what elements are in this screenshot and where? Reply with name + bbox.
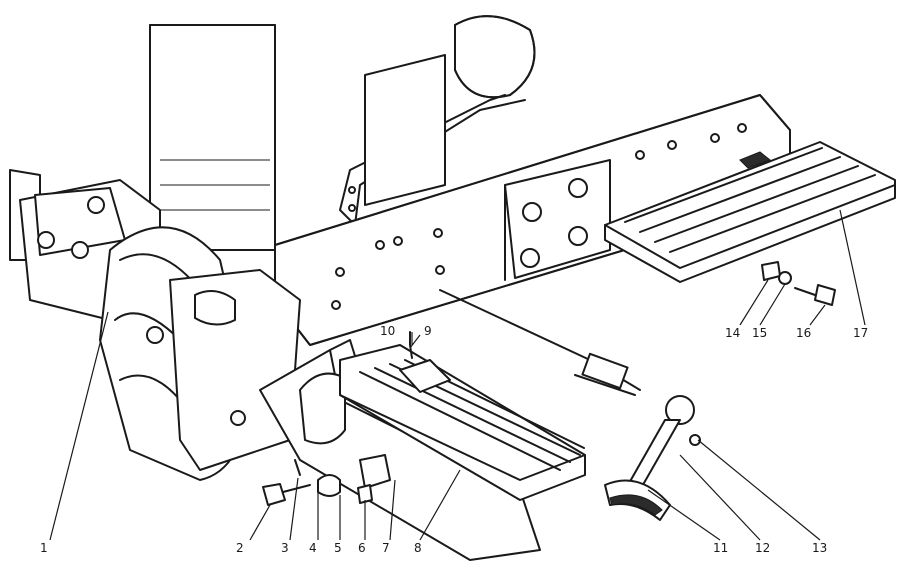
callout-1: 1 bbox=[40, 541, 48, 555]
step-8 bbox=[339, 344, 586, 501]
callout-3: 3 bbox=[281, 541, 289, 555]
callout-10: 10 bbox=[380, 324, 395, 338]
callout-2: 2 bbox=[236, 541, 244, 555]
callout-5: 5 bbox=[334, 541, 342, 555]
callout-15: 15 bbox=[752, 326, 767, 340]
callout-14: 14 bbox=[725, 326, 740, 340]
callout-4: 4 bbox=[309, 541, 317, 555]
pedal-lever bbox=[604, 395, 701, 521]
callout-12: 12 bbox=[755, 541, 770, 555]
callout-17: 17 bbox=[853, 326, 868, 340]
callout-7: 7 bbox=[382, 541, 390, 555]
mesh-screen-panel bbox=[364, 54, 446, 206]
bolt-assembly bbox=[761, 261, 836, 306]
callout-11: 11 bbox=[713, 541, 728, 555]
fastener-group bbox=[262, 331, 413, 506]
callout-labels: 1 2 3 4 5 6 7 8 9 10 11 12 13 14 15 16 1… bbox=[40, 324, 868, 555]
callout-6: 6 bbox=[358, 541, 366, 555]
callout-13: 13 bbox=[812, 541, 827, 555]
transmission-housing bbox=[9, 169, 301, 481]
callout-9: 9 bbox=[424, 324, 432, 338]
frame-bracket bbox=[504, 159, 611, 279]
turnbuckle bbox=[581, 352, 629, 390]
axle-housing bbox=[259, 339, 541, 561]
callout-8: 8 bbox=[414, 541, 422, 555]
callout-16: 16 bbox=[796, 326, 811, 340]
step-17 bbox=[604, 141, 896, 283]
radiator-grille bbox=[149, 24, 276, 251]
leader-lines bbox=[49, 209, 866, 541]
headlamp bbox=[339, 15, 536, 226]
